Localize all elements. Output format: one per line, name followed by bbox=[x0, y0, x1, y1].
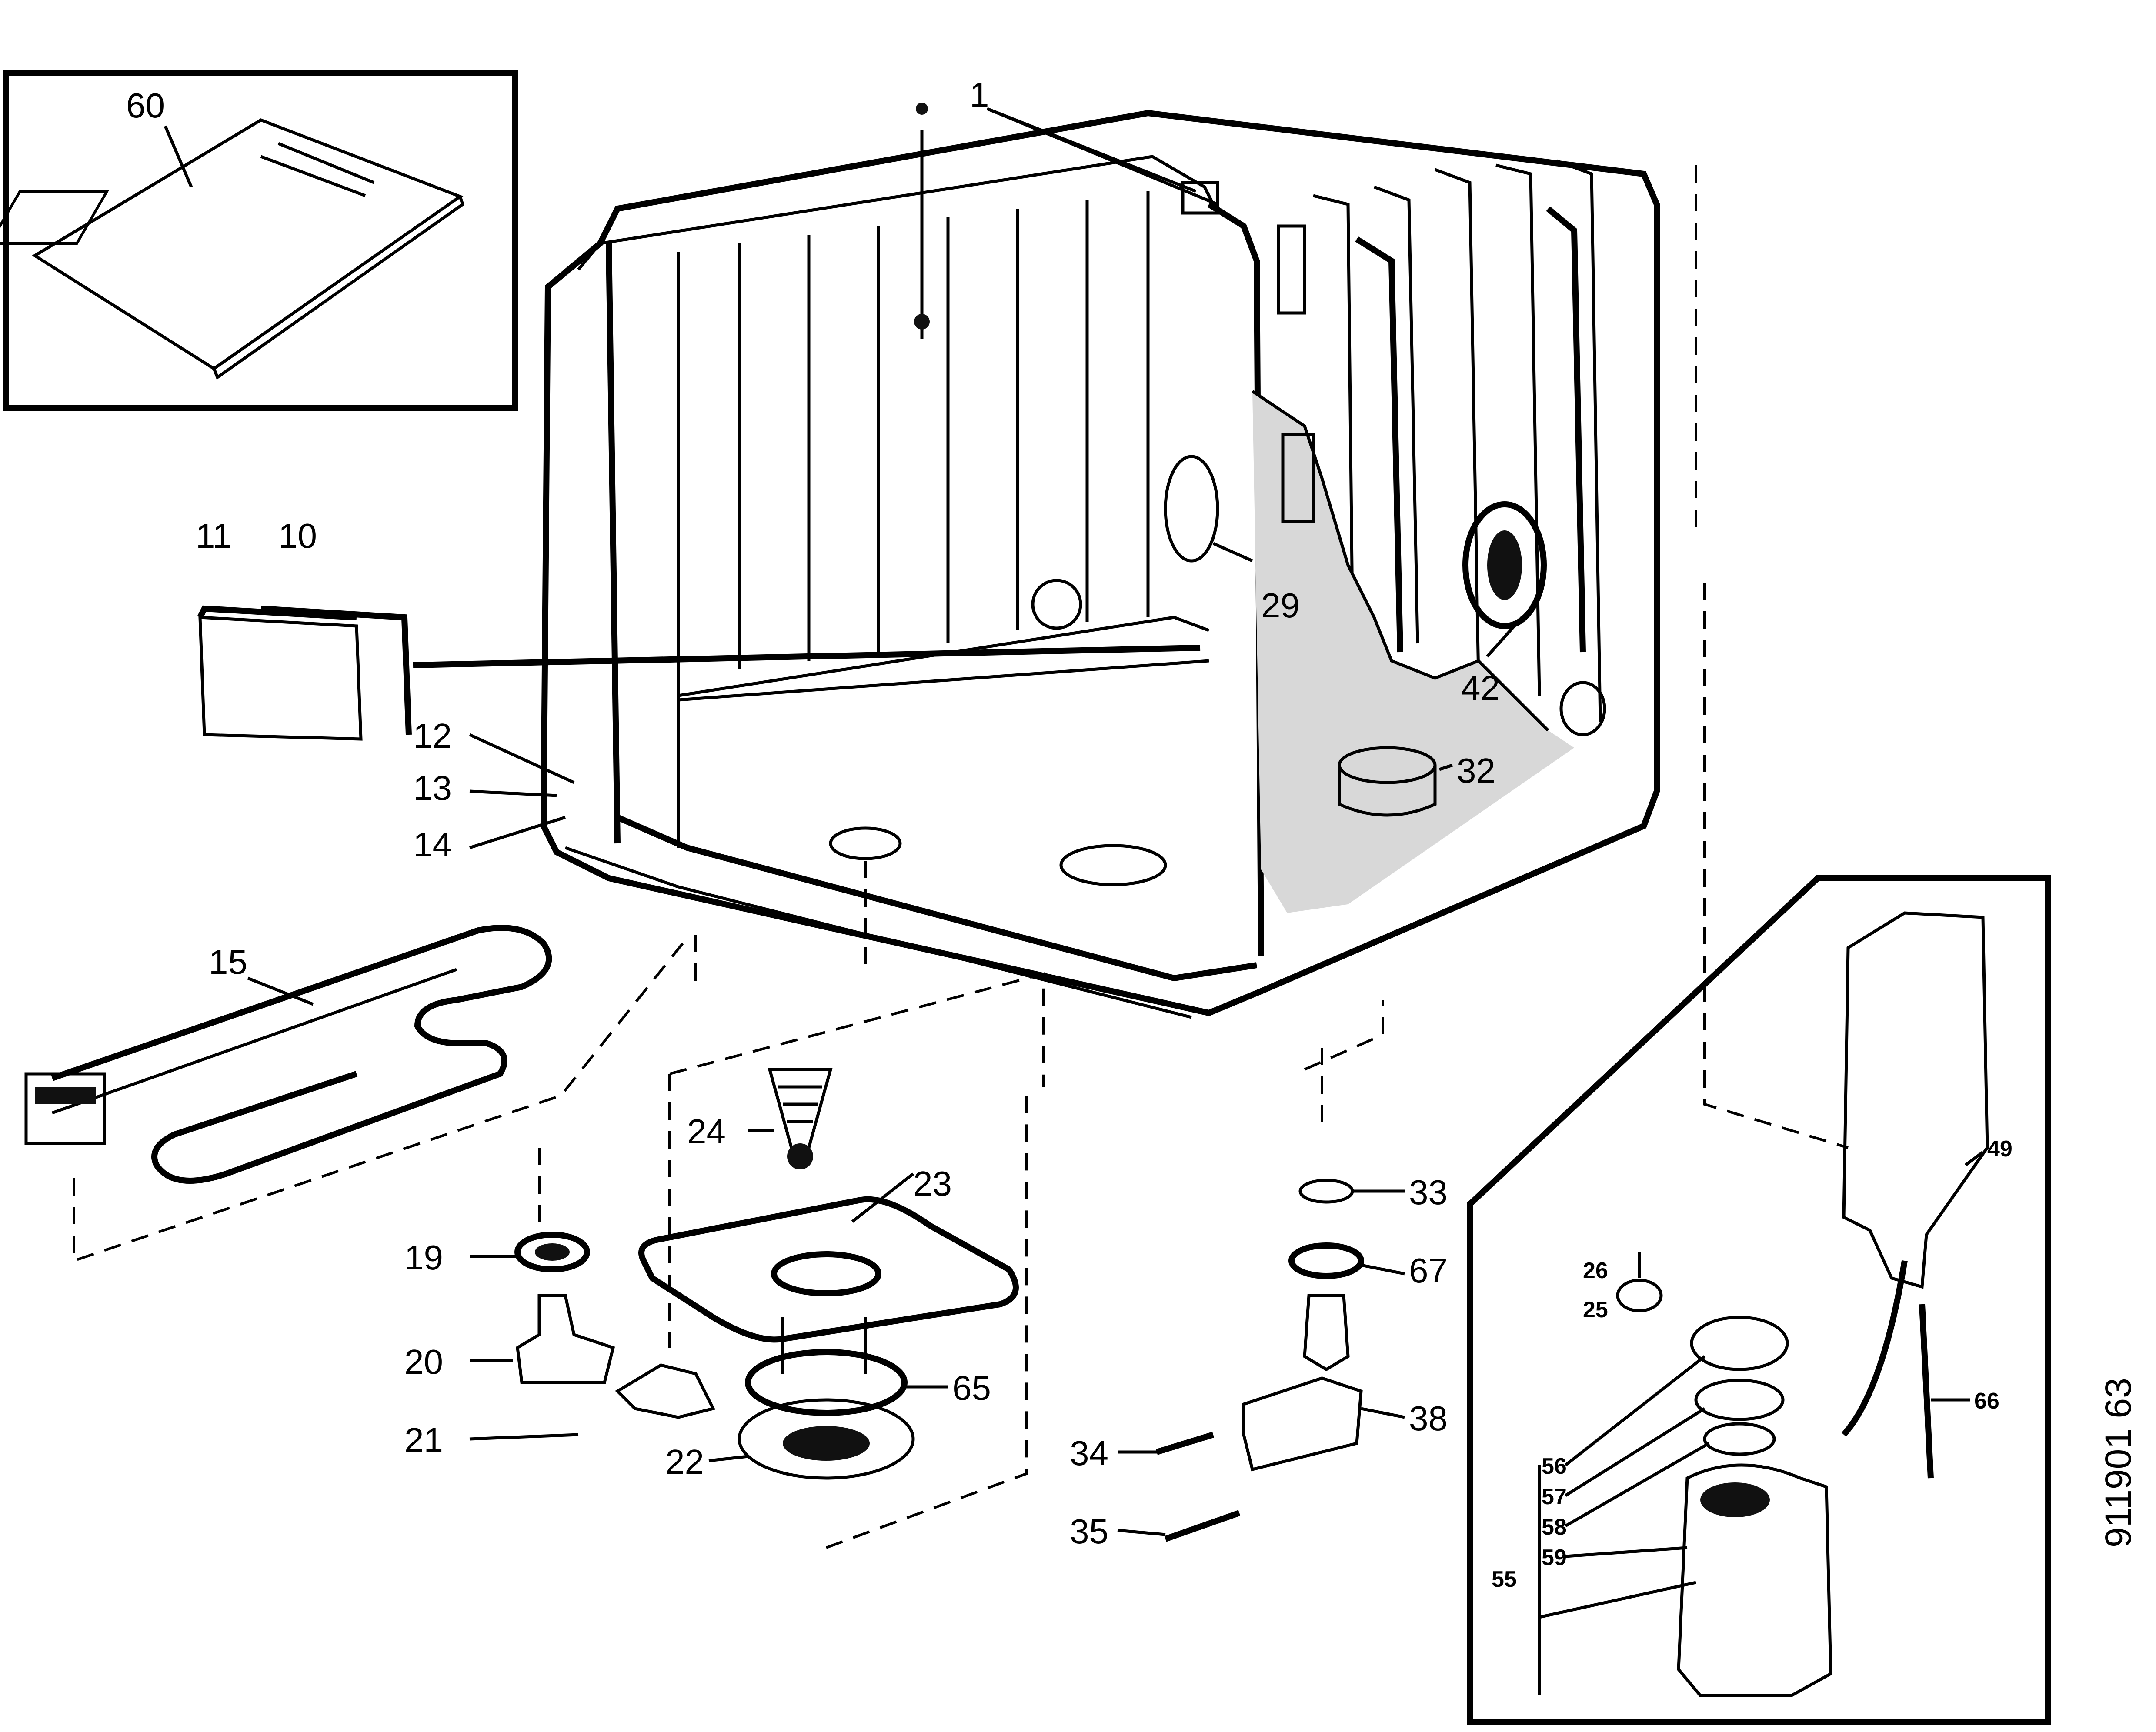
callout-24: 24 bbox=[687, 1112, 726, 1151]
callout-10: 10 bbox=[278, 516, 317, 555]
tub-outline bbox=[540, 110, 1660, 1016]
assembly-dash-lines bbox=[73, 165, 1849, 1549]
callout-33: 33 bbox=[1409, 1173, 1448, 1212]
part-49-panel bbox=[1842, 911, 1989, 1289]
part-34 bbox=[1155, 1432, 1215, 1455]
callout-15: 15 bbox=[209, 943, 247, 981]
parts-10-11-seal bbox=[197, 605, 1201, 741]
part-33 bbox=[1298, 1179, 1354, 1204]
callout-65: 65 bbox=[952, 1369, 991, 1407]
tub-front-frame-left bbox=[606, 243, 621, 844]
tub-front-frame-right bbox=[1207, 202, 1264, 957]
callout-34: 34 bbox=[1070, 1434, 1108, 1472]
callout-1: 1 bbox=[970, 75, 989, 114]
callout-12: 12 bbox=[413, 716, 452, 755]
callout-13: 13 bbox=[413, 769, 452, 807]
callout-38: 38 bbox=[1409, 1399, 1448, 1438]
callout-60: 60 bbox=[126, 86, 165, 125]
seal-leader bbox=[413, 645, 1201, 668]
callout-labels: 1 60 10 11 12 13 14 15 29 42 32 24 23 19… bbox=[126, 75, 2012, 1592]
softener-inset bbox=[1467, 875, 2051, 1725]
part-24-filter bbox=[768, 1068, 833, 1149]
part-10 bbox=[260, 606, 412, 735]
part-56-cap bbox=[1690, 1316, 1789, 1371]
callout-20: 20 bbox=[404, 1342, 443, 1381]
callout-57: 57 bbox=[1542, 1484, 1567, 1509]
callout-55: 55 bbox=[1492, 1567, 1517, 1592]
callout-32: 32 bbox=[1457, 751, 1495, 790]
manual-inset bbox=[0, 70, 518, 411]
dishwasher-tub bbox=[540, 103, 1660, 1019]
part-19 bbox=[514, 1232, 590, 1272]
filter-sump-parts bbox=[638, 1068, 1019, 1480]
callout-22: 22 bbox=[665, 1442, 704, 1481]
part-66-hose bbox=[1919, 1304, 1934, 1479]
callout-11: 11 bbox=[196, 516, 232, 555]
side-ribs bbox=[1313, 159, 1602, 722]
part-58-gasket bbox=[1703, 1422, 1776, 1456]
callout-14: 14 bbox=[413, 825, 452, 864]
part-57-ring bbox=[1694, 1379, 1785, 1421]
drain-parts bbox=[1155, 1179, 1364, 1542]
callout-25: 25 bbox=[1583, 1297, 1608, 1322]
manual-booklet bbox=[32, 118, 464, 371]
callout-21: 21 bbox=[404, 1421, 443, 1459]
part-42-air-break bbox=[1462, 501, 1547, 629]
pump-parts bbox=[514, 1232, 716, 1419]
callout-35: 35 bbox=[1070, 1512, 1108, 1551]
callout-58: 58 bbox=[1542, 1515, 1567, 1540]
callout-67: 67 bbox=[1409, 1251, 1448, 1290]
part-59-container bbox=[1677, 1463, 1832, 1697]
part-35 bbox=[1164, 1510, 1241, 1542]
callout-56: 56 bbox=[1542, 1454, 1567, 1479]
part-25 bbox=[1616, 1279, 1663, 1312]
softener-inset-frame bbox=[1467, 875, 2051, 1725]
callout-23: 23 bbox=[913, 1164, 952, 1203]
part-23-plate bbox=[638, 1196, 1019, 1343]
document-id: 911901 63 bbox=[2098, 1378, 2139, 1548]
part-20 bbox=[516, 1294, 615, 1384]
callout-59: 59 bbox=[1542, 1545, 1567, 1570]
callout-19: 19 bbox=[404, 1238, 443, 1277]
callout-49: 49 bbox=[1987, 1136, 2012, 1162]
callout-66: 66 bbox=[1974, 1389, 1999, 1414]
insulation-cutaway bbox=[1252, 391, 1574, 913]
part-67 bbox=[1288, 1242, 1364, 1279]
part-65-ring bbox=[745, 1349, 908, 1416]
manual-inset-frame bbox=[3, 70, 518, 411]
part-29-inlet bbox=[1164, 455, 1219, 563]
callout-29: 29 bbox=[1261, 586, 1300, 625]
part-22-pump-housing bbox=[738, 1398, 915, 1480]
leader-lines bbox=[247, 107, 1984, 1619]
part-1-hinge bbox=[1181, 181, 1219, 215]
part-11 bbox=[198, 616, 363, 741]
callout-42: 42 bbox=[1461, 669, 1500, 707]
part-15-heating-element bbox=[24, 925, 552, 1184]
callout-26: 26 bbox=[1583, 1258, 1608, 1283]
tub-ribs bbox=[677, 191, 1150, 696]
part-21 bbox=[615, 1363, 716, 1419]
leader-60 bbox=[164, 125, 193, 188]
part-38-pump bbox=[1242, 1376, 1363, 1472]
